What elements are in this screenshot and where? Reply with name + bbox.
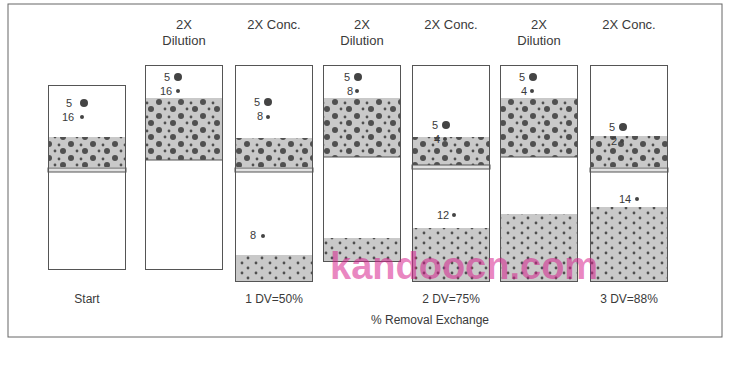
particle-count: 12 (437, 209, 449, 222)
particle-count: 5 (164, 71, 170, 84)
particle-count: 4 (434, 133, 440, 146)
vessel-contents (145, 73, 223, 160)
axis-caption: % Removal Exchange (371, 313, 489, 328)
particle-count: 16 (62, 111, 74, 124)
vessel-box: 2X Conc.5881 DV=50% (235, 65, 313, 282)
particle-count: 5 (432, 119, 438, 132)
figure-frame (8, 4, 722, 337)
particle-count: 14 (619, 193, 631, 206)
particle-count: 8 (250, 229, 256, 242)
step-caption: 2 DV=75% (422, 292, 480, 307)
step-heading: 2X Dilution (333, 17, 391, 49)
particle-count: 5 (344, 71, 350, 84)
particle-count: 4 (521, 85, 527, 98)
particle-count: 5 (609, 121, 615, 134)
vessel-box: 2X Dilution58 (323, 65, 401, 262)
step-caption: Start (74, 292, 99, 307)
vessel-contents (323, 73, 401, 262)
watermark: kandoocn.com (330, 246, 598, 286)
particle-count: 8 (257, 110, 263, 123)
vessel-contents (48, 99, 126, 172)
step-heading: 2X Conc. (245, 17, 303, 33)
particle-count: 5 (66, 97, 72, 110)
step-heading: 2X Conc. (600, 17, 658, 33)
particle-count: 2 (611, 135, 617, 148)
step-heading: 2X Dilution (510, 17, 568, 49)
particle-count: 8 (347, 85, 353, 98)
step-heading: 2X Conc. (422, 17, 480, 33)
vessel-box: 2X Dilution516 (145, 65, 223, 270)
particle-count: 5 (254, 96, 260, 109)
vessel-contents (235, 98, 313, 282)
particle-count: 16 (160, 85, 172, 98)
vessel-contents (590, 123, 668, 282)
vessel-box: 2X Conc.52143 DV=88% (590, 65, 668, 282)
step-caption: 3 DV=88% (600, 292, 658, 307)
vessel-box: 516Start (48, 85, 126, 270)
step-caption: 1 DV=50% (245, 292, 303, 307)
step-heading: 2X Dilution (155, 17, 213, 49)
particle-count: 5 (519, 71, 525, 84)
